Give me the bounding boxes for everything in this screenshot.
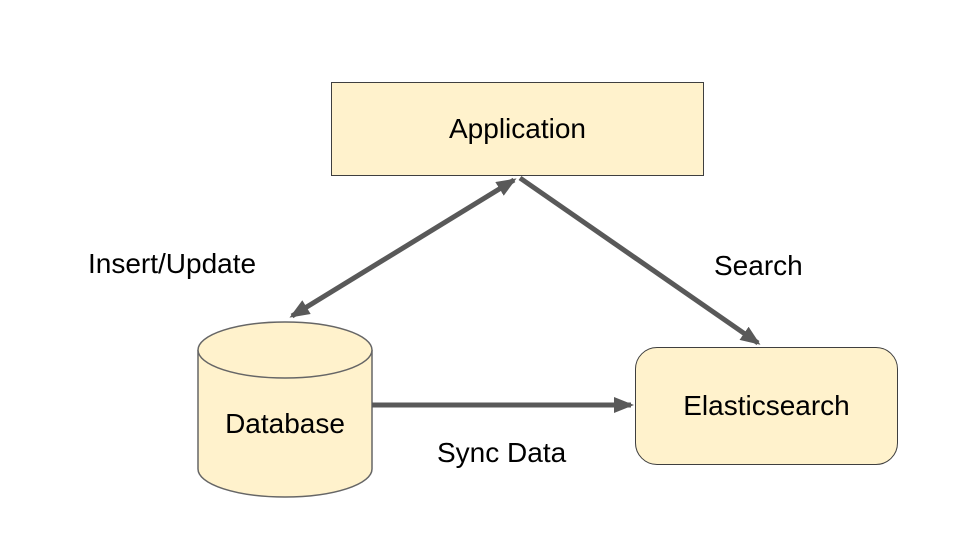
edge-label-search: Search [714,250,803,281]
node-application-label: Application [449,113,586,144]
node-application: Application [331,82,704,176]
node-database-label: Database [225,408,345,439]
edge-label-insert-update: Insert/Update [88,248,257,279]
search-arrow [518,175,761,346]
node-elasticsearch: Elasticsearch [635,347,898,465]
node-database: Database [198,406,372,442]
database-cylinder-body [197,350,373,498]
database-cylinder-top [197,321,373,379]
insert-update-arrow [289,177,517,319]
edge-label-sync-data: Sync Data [437,437,567,468]
node-elasticsearch-label: Elasticsearch [683,390,850,421]
